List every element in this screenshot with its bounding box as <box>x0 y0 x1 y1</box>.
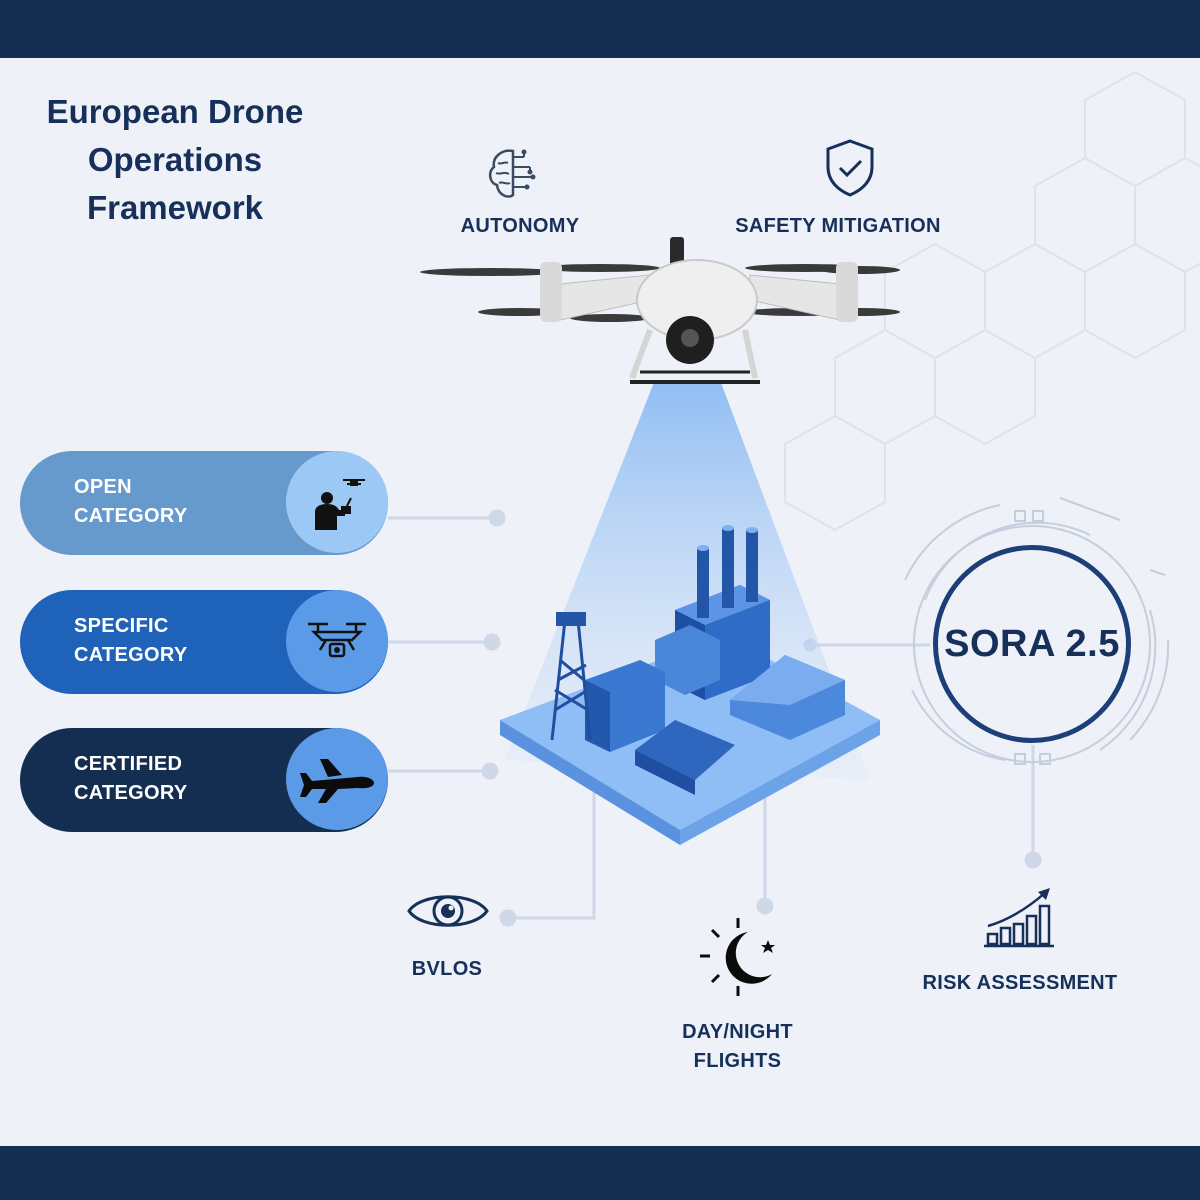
safety-mitigation-label: SAFETY MITIGATION <box>735 215 941 237</box>
autonomy-label: AUTONOMY <box>460 215 580 237</box>
title-line-1: European Drone <box>46 93 304 130</box>
factory-illustration <box>500 525 880 845</box>
shield-check-icon <box>826 139 874 197</box>
day-night-icon <box>700 918 775 996</box>
drone-pilot-icon <box>315 479 365 530</box>
top-bar <box>0 0 1200 58</box>
day-night-line-1: DAY/NIGHT <box>682 1021 793 1043</box>
certified-category-line-1: CERTIFIED <box>74 753 183 775</box>
risk-assessment-label: RISK ASSESSMENT <box>922 972 1118 994</box>
airplane-icon <box>300 759 374 803</box>
title-line-2: Operations <box>87 141 263 178</box>
connector-lines <box>388 509 1042 927</box>
page-title: European Drone Operations Framework <box>20 88 330 232</box>
bvlos-label: BVLOS <box>411 958 483 980</box>
sora-badge: SORA 2.5 <box>933 545 1131 743</box>
sora-circuit-ring <box>904 497 1170 765</box>
specific-category-line-2: CATEGORY <box>74 644 188 666</box>
drone-illustration <box>420 237 900 384</box>
hexagon-pattern <box>784 70 1200 532</box>
certified-category-pill: CERTIFIED CATEGORY <box>20 728 388 832</box>
certified-category-line-2: CATEGORY <box>74 782 188 804</box>
camera-drone-icon <box>308 622 366 658</box>
sora-label: SORA 2.5 <box>944 622 1120 665</box>
day-night-label: DAY/NIGHT FLIGHTS <box>660 1018 815 1076</box>
title-line-3: Framework <box>86 189 264 226</box>
rising-bar-chart-icon <box>984 888 1054 948</box>
open-category-pill: OPEN CATEGORY <box>20 451 388 555</box>
open-category-line-2: CATEGORY <box>74 505 188 527</box>
eye-icon <box>407 895 489 927</box>
brain-circuit-icon <box>488 149 536 198</box>
day-night-line-2: FLIGHTS <box>693 1050 782 1072</box>
specific-category-line-1: SPECIFIC <box>74 615 169 637</box>
bottom-bar <box>0 1146 1200 1200</box>
open-category-line-1: OPEN <box>74 476 132 498</box>
specific-category-pill: SPECIFIC CATEGORY <box>20 590 388 694</box>
